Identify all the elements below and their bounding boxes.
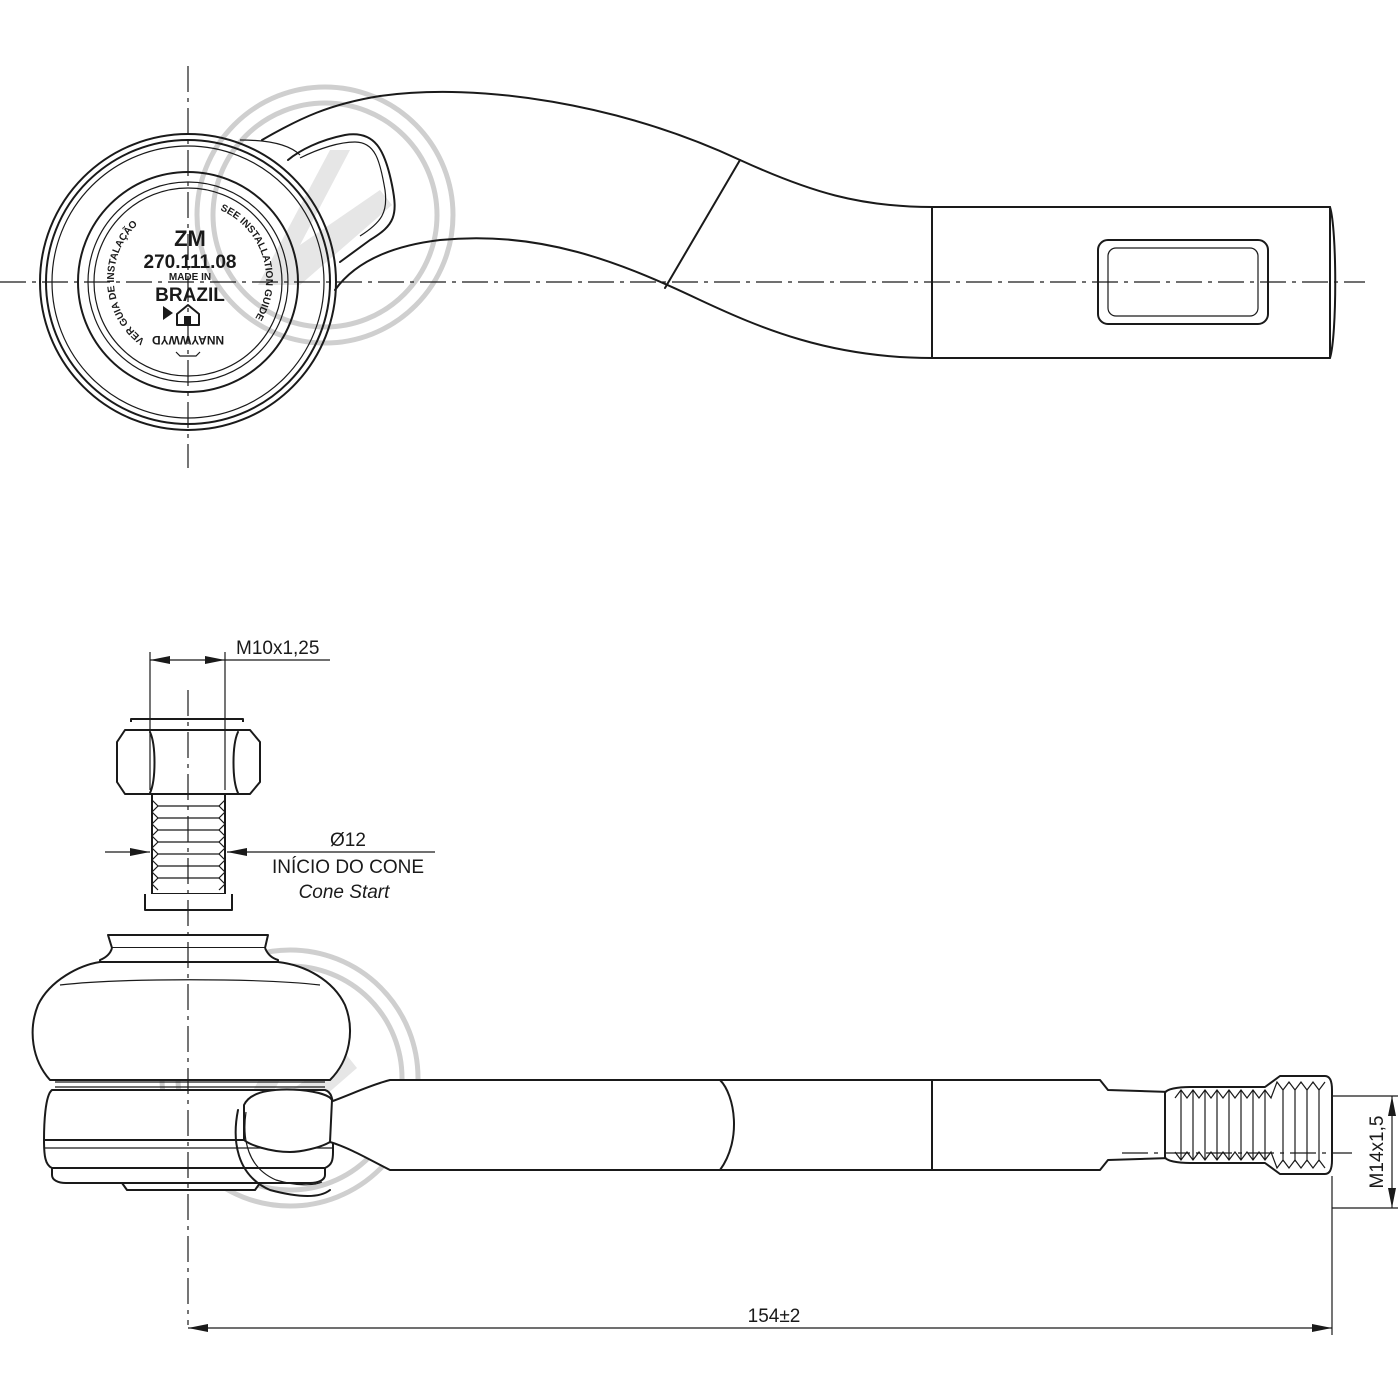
dim-cone-diameter: Ø12 INÍCIO DO CONE Cone Start — [105, 830, 435, 903]
cone-diameter-label: Ø12 — [330, 830, 366, 851]
shank-thread — [1164, 1075, 1333, 1175]
date-code-marker — [175, 351, 201, 357]
tie-rod-shank — [234, 1079, 1171, 1197]
brand-mark: ZM — [174, 226, 206, 251]
stud-thread-label: M10x1,25 — [236, 638, 319, 659]
house-icon — [163, 304, 200, 326]
housing-marking: ZM 270.111.08 MADE IN BRAZIL NNAYWWYD VE… — [106, 203, 274, 357]
tie-rod-arm — [261, 90, 1331, 359]
made-in-label: MADE IN — [169, 272, 211, 283]
dim-stud-thread: M10x1,25 — [149, 638, 330, 790]
cone-start-label-en: Cone Start — [299, 882, 391, 903]
neck-boss — [287, 133, 396, 263]
watermark-top — [194, 84, 456, 346]
overall-length-label: 154±2 — [748, 1306, 801, 1327]
castle-nut — [116, 718, 261, 795]
country-label: BRAZIL — [155, 285, 225, 306]
dim-shank-thread: M14x1,5 — [1332, 1095, 1398, 1209]
dim-overall-length: 154±2 — [188, 1176, 1333, 1335]
top-view: ZM 270.111.08 MADE IN BRAZIL NNAYWWYD VE… — [0, 66, 1365, 468]
cone-start-label-pt: INÍCIO DO CONE — [272, 857, 424, 878]
dust-boot — [31, 934, 351, 1088]
shank-thread-label: M14x1,5 — [1367, 1116, 1388, 1189]
part-number: 270.111.08 — [144, 252, 237, 273]
side-view: M10x1,25 Ø12 INÍCIO DO CONE Cone Start M… — [31, 638, 1398, 1335]
